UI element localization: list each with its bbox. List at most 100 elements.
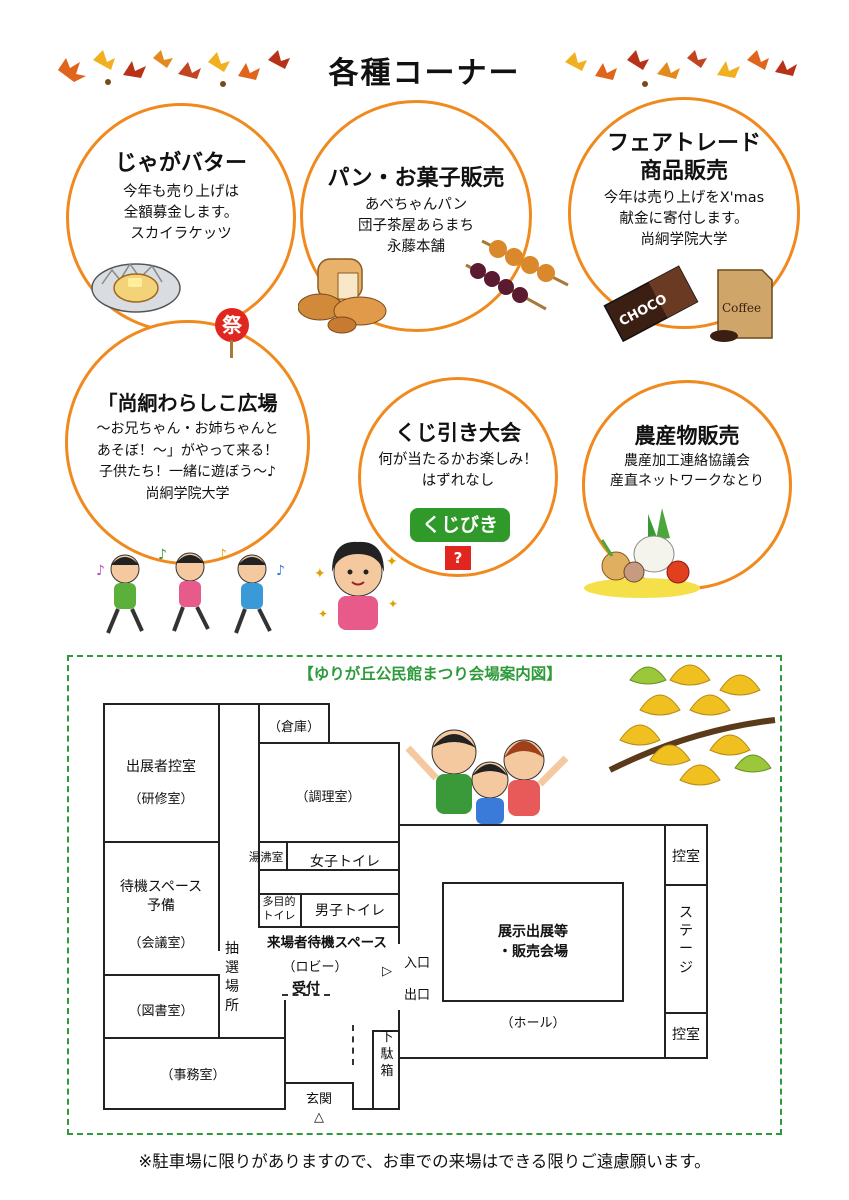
svg-text:✦: ✦ — [388, 597, 398, 611]
label-line: 駄 — [380, 1046, 394, 1062]
room-lottery-area: 抽 選 場 所 — [222, 940, 242, 1016]
genkan-entrance-icon: △ — [314, 1110, 324, 1125]
coffee-bag-illustration-icon: Coffee — [710, 269, 773, 342]
corner-details: あべちゃんパン 団子茶屋あらまち 永藤本舗 — [303, 195, 529, 258]
chocolate-illustration-icon: CHOCO — [603, 265, 699, 343]
coffee-label: Coffee — [722, 301, 761, 315]
label-line: ス — [679, 905, 693, 921]
corner-details: 今年は売り上げをX'mas 献金に寄付します。 尚絅学院大学 — [571, 188, 797, 251]
corner-heading: じゃがバター — [114, 151, 247, 176]
ginkgo-branch-illustration-icon — [608, 664, 776, 786]
svg-text:✦: ✦ — [314, 566, 326, 582]
corner-heading: くじ引き大会 — [395, 421, 521, 445]
room-green-room-top: 控室 — [672, 849, 700, 865]
label-line: ・販売会場 — [498, 943, 568, 960]
label-line: 下 — [380, 1030, 394, 1045]
heading-line: 商品販売 — [639, 158, 728, 184]
room-men-toilet: 男子トイレ — [315, 903, 385, 919]
room-yuwakashi: 湯沸室 — [248, 850, 284, 864]
room-exhibitor-lounge: 出展者控室 — [126, 759, 196, 775]
autumn-leaves-right-icon — [565, 50, 797, 87]
corner-lottery: くじ引き大会 何が当たるかお楽しみ！ はずれなし — [358, 377, 558, 577]
reception-desk: 受付 — [292, 981, 320, 997]
room-genkan: 玄関 — [305, 1092, 332, 1107]
svg-text:♪: ♪ — [96, 563, 105, 579]
entrance-in: 入口 — [403, 956, 430, 971]
detail-line: 献金に寄付します。 — [619, 211, 749, 228]
fan-handle — [230, 340, 233, 358]
svg-text:♪: ♪ — [218, 547, 227, 563]
room-kitchen: （調理室） — [295, 790, 361, 805]
cheering-woman-illustration-icon: ✦ ✦ ✦ ✦ — [314, 541, 398, 630]
potato-foil-illustration-icon — [91, 262, 181, 313]
corner-jaga-butter: じゃがバター 今年も売り上げは 全額募金します。 スカイラケッツ — [66, 103, 296, 333]
corner-warashiko-hiroba: 「尚絅わらしこ広場 ～お兄ちゃん・お姉ちゃんと あそぼ！～」がやって来る！ 子供… — [65, 320, 310, 565]
label-line: 所 — [225, 997, 239, 1014]
lottery-box-icon: ? — [445, 546, 471, 570]
label-line: 展示出展等 — [498, 924, 568, 940]
bread-illustration-icon — [298, 258, 387, 334]
label-line: トイレ — [262, 908, 296, 922]
kujibiki-sign: くじびき — [410, 508, 510, 542]
room-waiting-space: 待機スペース 予備 — [108, 878, 214, 916]
room-multi-toilet: 多目的 トイレ — [258, 895, 300, 923]
entrance-arrow-icon: ▷ — [382, 964, 392, 979]
room-exhibition-sales: 展示出展等 ・販売会場 — [444, 923, 622, 962]
room-lobby: （ロビー） — [282, 960, 348, 975]
venue-map-frame — [67, 655, 782, 1135]
corner-heading: フェアトレード 商品販売 — [571, 130, 797, 185]
room-women-toilet: 女子トイレ — [310, 854, 380, 870]
vegetables-illustration-icon — [584, 508, 700, 598]
detail-line: 尚絅学院大学 — [145, 486, 230, 503]
autumn-leaves-left-icon — [58, 50, 290, 87]
corner-details: 農産加工連絡協議会 産直ネットワークなとり — [585, 451, 789, 492]
corner-heading: 農産物販売 — [634, 424, 740, 448]
room-training: （研修室） — [128, 792, 194, 807]
corner-details: 今年も売り上げは 全額募金します。 スカイラケッツ — [69, 182, 293, 245]
svg-text:✦: ✦ — [318, 607, 328, 621]
entrance-out: 出口 — [403, 988, 430, 1003]
room-conference: （会議室） — [128, 936, 194, 951]
festival-fan-icon: 祭 — [215, 308, 249, 342]
page-title: 各種コーナー — [328, 56, 521, 91]
detail-line: 今年は売り上げをX'mas — [603, 190, 765, 206]
detail-line: はずれなし — [421, 473, 495, 490]
label-line: 待機スペース — [119, 879, 203, 895]
label-line: テ — [679, 923, 693, 940]
room-visitor-waiting: 来場者待機スペース — [267, 935, 387, 951]
detail-line: 子供たち！一緒に遊ぼう～♪ — [99, 464, 276, 481]
label-line: 選 — [225, 959, 239, 976]
corner-details: ～お兄ちゃん・お姉ちゃんと あそぼ！～」がやって来る！ 子供たち！一緒に遊ぼう～… — [68, 419, 307, 506]
detail-line: スカイラケッツ — [130, 226, 232, 243]
label-line: 予備 — [147, 897, 175, 914]
detail-line: あべちゃんパン — [364, 197, 468, 213]
room-shoe-box: 下 駄 箱 — [376, 1030, 398, 1081]
label-line: 抽 — [225, 941, 239, 957]
label-line: 箱 — [380, 1063, 394, 1079]
corner-heading: パン・お菓子販売 — [327, 166, 505, 191]
label-line: ー — [679, 941, 693, 958]
svg-text:♪: ♪ — [276, 563, 285, 579]
detail-line: 永藤本舗 — [387, 239, 445, 256]
room-stage: ス テ ー ジ — [666, 904, 706, 977]
dancing-children-illustration-icon: ♪ ♪ ♪ ♪ — [96, 547, 285, 634]
label-line: 多目的 — [262, 895, 296, 908]
detail-line: 農産加工連絡協議会 — [624, 453, 750, 469]
corner-details: 何が当たるかお楽しみ！ はずれなし — [361, 450, 555, 492]
detail-line: 全額募金します。 — [123, 205, 239, 222]
detail-line: 今年も売り上げは — [123, 184, 239, 200]
dango-skewer-illustration-icon — [465, 239, 569, 311]
svg-text:♪: ♪ — [158, 547, 167, 563]
detail-line: あそぼ！～」がやって来る！ — [96, 442, 279, 459]
venue-map-title: 【ゆりが丘公民館まつり会場案内図】 — [298, 665, 562, 683]
room-hall: （ホール） — [500, 1016, 566, 1031]
room-green-room-bottom: 控室 — [672, 1027, 700, 1043]
label-line: 場 — [225, 978, 239, 995]
corner-bread-sweets: パン・お菓子販売 あべちゃんパン 団子茶屋あらまち 永藤本舗 — [300, 100, 532, 332]
detail-line: ～お兄ちゃん・お姉ちゃんと — [96, 421, 279, 437]
detail-line: 団子茶屋あらまち — [358, 218, 474, 235]
room-storage: （倉庫） — [267, 720, 320, 735]
room-office: （事務室） — [160, 1068, 226, 1083]
room-library: （図書室） — [128, 1004, 194, 1019]
corner-heading: 「尚絅わらしこ広場 — [97, 391, 278, 415]
